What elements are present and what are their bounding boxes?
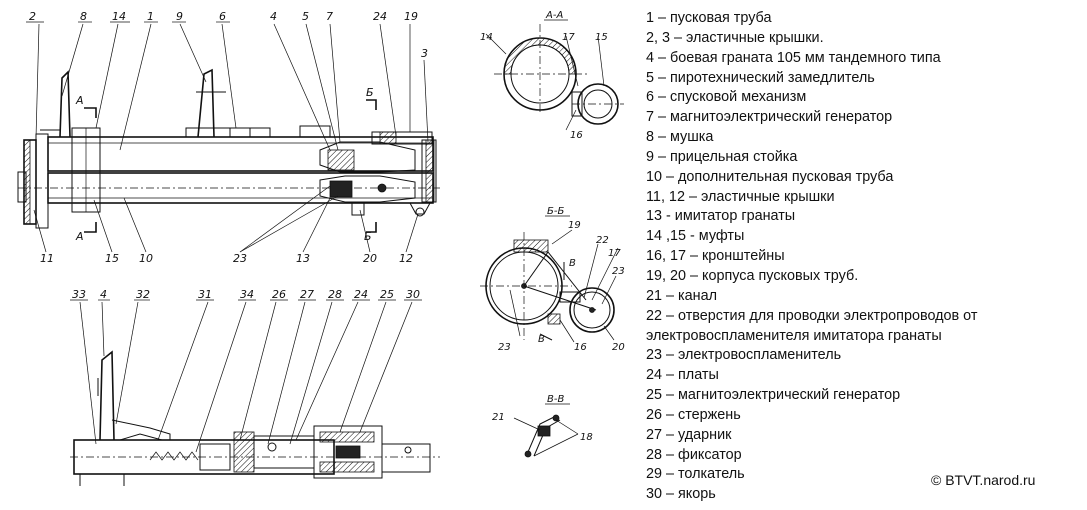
section-a-a-title: А-А (545, 10, 563, 21)
legend-item: 2, 3 – эластичные крышки. (646, 29, 824, 46)
label-1: 1 (147, 10, 154, 23)
label-8: 8 (80, 10, 87, 23)
label-13: 13 (296, 252, 310, 265)
bb-label-20: 20 (612, 342, 625, 353)
legend-item: 30 – якорь (646, 486, 716, 503)
section-b-b: Б-Б (480, 206, 619, 343)
label-20: 20 (363, 252, 377, 265)
legend-item: 14 ,15 - муфты (646, 228, 745, 245)
bb-label-19: 19 (568, 220, 581, 231)
aa-label-16: 16 (570, 130, 583, 141)
label-3: 3 (421, 47, 428, 60)
label-2: 2 (29, 10, 36, 23)
label-6: 6 (219, 10, 226, 23)
label-24-bottom: 24 (354, 288, 368, 301)
aa-label-17: 17 (562, 32, 575, 43)
label-24: 24 (373, 10, 387, 23)
legend-item: 8 – мушка (646, 129, 714, 146)
cut-mark-b-top: Б (366, 86, 374, 99)
bb-label-16: 16 (574, 342, 587, 353)
bb-label-17: 17 (608, 248, 621, 259)
cut-mark-a-bottom: А (75, 230, 84, 243)
label-15: 15 (105, 252, 119, 265)
legend-item: 11, 12 – эластичные крышки (646, 188, 835, 205)
bb-label-22: 22 (596, 235, 609, 246)
aa-label-14: 14 (480, 32, 493, 43)
legend-item: 21 – канал (646, 287, 717, 304)
bb-label-23-right: 23 (612, 266, 625, 277)
label-25: 25 (380, 288, 394, 301)
legend-item: 22 – отверстия для проводки электропрово… (646, 307, 978, 344)
legend-item: 25 – магнитоэлектрический генератор (646, 387, 901, 404)
label-7: 7 (326, 10, 333, 23)
label-4: 4 (270, 10, 277, 23)
label-33: 33 (72, 288, 86, 301)
label-23: 23 (233, 252, 247, 265)
legend-item: 4 – боевая граната 105 мм тандемного тип… (646, 49, 941, 66)
label-32: 32 (136, 288, 150, 301)
legend-item: 1 – пусковая труба (646, 10, 772, 26)
section-v-v-labels: 21 18 (492, 412, 593, 443)
legend-item: 19, 20 – корпуса пусковых труб. (646, 267, 859, 284)
legend-item: 28 – фиксатор (646, 446, 742, 463)
label-4-bottom: 4 (100, 288, 107, 301)
copyright-notice: © BTVT.narod.ru (931, 472, 1036, 488)
legend-item: 16, 17 – кронштейны (646, 248, 785, 265)
legend-item: 7 – магнитоэлектрический генератор (646, 109, 893, 126)
vv-label-18: 18 (580, 432, 593, 443)
label-12: 12 (399, 252, 413, 265)
label-28: 28 (328, 288, 342, 301)
trigger-mechanism-cutaway (70, 299, 440, 486)
legend-item: 5 – пиротехнический замедлитель (646, 69, 875, 86)
section-a-a: А-А (485, 10, 624, 131)
label-19: 19 (404, 10, 418, 23)
vv-label-21: 21 (492, 412, 505, 423)
main-view-labels: 2 8 14 1 9 6 4 5 7 24 19 3 11 15 10 23 1… (29, 10, 428, 265)
label-30: 30 (406, 288, 420, 301)
label-31: 31 (198, 288, 212, 301)
label-27: 27 (300, 288, 314, 301)
label-11: 11 (40, 252, 54, 265)
launcher-side-view (17, 21, 440, 253)
bb-label-v-top: В (569, 258, 576, 269)
section-a-a-labels: 14 17 15 16 (480, 32, 608, 141)
section-v-v-title: В-В (547, 394, 564, 405)
label-5: 5 (302, 10, 309, 23)
legend-item: 13 - имитатор гранаты (646, 208, 796, 225)
section-v-v: В-В (513, 394, 579, 458)
label-10: 10 (139, 252, 153, 265)
aa-label-15: 15 (595, 32, 608, 43)
label-9: 9 (176, 10, 183, 23)
bb-label-v-bottom: В (538, 334, 545, 345)
label-26: 26 (272, 288, 286, 301)
label-14: 14 (112, 10, 126, 23)
legend-item: 6 – спусковой механизм (646, 89, 807, 106)
legend-item: 10 – дополнительная пусковая труба (646, 168, 894, 185)
legend-item: 29 – толкатель (646, 466, 745, 483)
section-b-b-title: Б-Б (547, 206, 564, 217)
cut-mark-b-bottom: Б (364, 230, 372, 243)
parts-legend: 1 – пусковая труба 2, 3 – эластичные крыш… (646, 9, 1086, 505)
legend-item: 26 – стержень (646, 406, 741, 423)
label-34: 34 (240, 288, 254, 301)
cut-mark-a-top: А (75, 94, 84, 107)
legend-item: 23 – электровоспламенитель (646, 347, 842, 364)
cutaway-labels: 33 4 32 31 34 26 27 28 24 25 30 (72, 288, 420, 301)
legend-item: 9 – прицельная стойка (646, 148, 798, 165)
legend-item: 27 – ударник (646, 426, 732, 443)
section-b-b-labels: 19 22 17 23 В В 23 16 20 (498, 220, 625, 353)
legend-item: 24 – платы (646, 367, 719, 384)
bb-label-23-left: 23 (498, 342, 511, 353)
